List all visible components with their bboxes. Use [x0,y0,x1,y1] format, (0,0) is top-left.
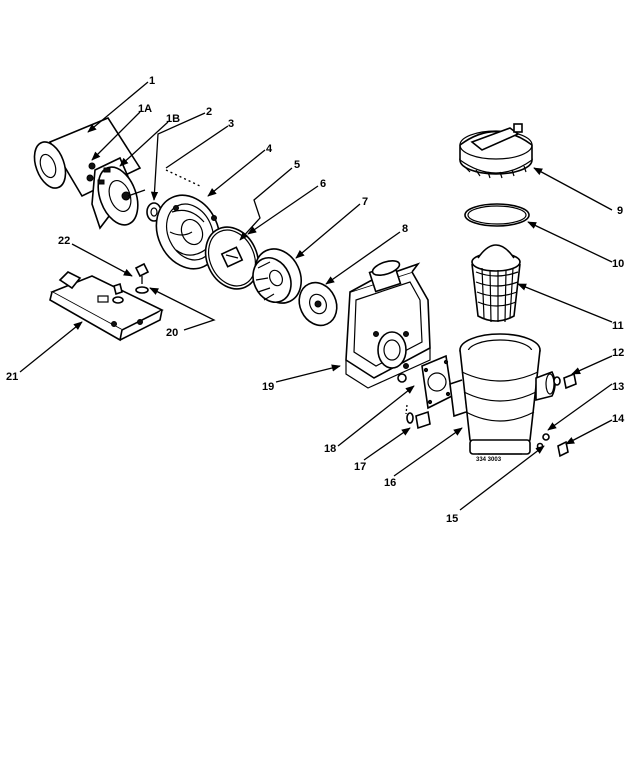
strainer-pot-part [449,333,556,455]
callout-9: 9 [617,205,623,217]
callout-15: 15 [446,513,458,525]
callout-labels: 1 1A 1B 2 3 4 5 6 7 8 9 10 11 12 13 14 1… [6,75,625,525]
callout-12: 12 [612,347,624,359]
drain-plug-12-part [553,372,577,390]
drain-plug-part [405,404,431,430]
callout-4: 4 [266,143,273,155]
o-ring-part [204,226,260,290]
callout-16: 16 [384,477,396,489]
lid-o-ring-part [464,203,530,227]
motor-base-part [49,271,164,342]
base-bolt-part [112,262,150,304]
callout-5: 5 [294,159,300,171]
gasket-part [421,354,453,410]
callout-22: 22 [58,235,70,247]
strainer-basket-part [471,244,521,323]
callout-17: 17 [354,461,366,473]
callout-21: 21 [6,371,18,383]
impeller-part [252,248,302,304]
lid-o-ring-inner [467,205,527,225]
drawing-code: 334 3003 [476,457,502,463]
callout-18: 18 [324,443,336,455]
callout-7: 7 [362,196,368,208]
callout-10: 10 [612,258,624,270]
leader-lines [19,81,613,511]
callout-6: 6 [320,178,326,190]
diffuser-part [298,281,338,327]
washer-13-part [542,433,550,441]
callout-11: 11 [612,320,624,332]
callout-3: 3 [228,118,234,130]
callout-13: 13 [612,381,624,393]
screw-14-part [557,440,569,458]
callout-1: 1 [149,75,155,87]
callout-2: 2 [206,106,212,118]
callout-1a: 1A [138,103,152,115]
callout-1b: 1B [166,113,180,125]
callout-8: 8 [402,223,408,235]
motor-part [33,117,146,230]
callout-19: 19 [262,381,274,393]
pump-housing-part [345,260,431,389]
strainer-lid-part [459,123,533,179]
callout-14: 14 [612,413,625,425]
callout-20: 20 [166,327,178,339]
